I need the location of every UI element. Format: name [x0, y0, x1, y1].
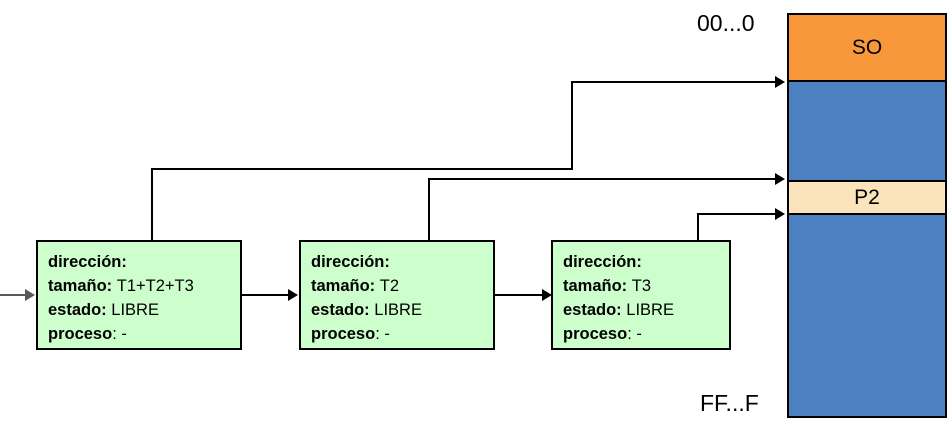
descriptor-2-field-direccion: dirección:	[311, 250, 493, 274]
descriptor-1-tamano-key: tamaño:	[48, 277, 113, 295]
list-head-arrow-line	[0, 294, 27, 296]
connector-2-horizontal-to-memory	[428, 178, 777, 180]
descriptor-box-1[interactable]: dirección: tamaño: T1+T2+T3 estado: LIBR…	[36, 240, 242, 350]
descriptor-2-proceso-value: : -	[375, 325, 390, 343]
memory-segment-so: SO	[789, 15, 945, 82]
connector-1-horizontal-to-memory	[571, 81, 777, 83]
descriptor-3-tamano-key: tamaño:	[563, 277, 628, 295]
descriptor-2-tamano-value: T2	[379, 277, 400, 295]
memory-top-address-label: 00...0	[697, 10, 755, 36]
memory-segment-p2: P2	[789, 180, 945, 215]
descriptor-box-2[interactable]: dirección: tamaño: T2 estado: LIBRE proc…	[299, 240, 495, 350]
descriptor-2-direccion-key: dirección:	[311, 253, 390, 271]
descriptor-1-tamano-value: T1+T2+T3	[116, 277, 194, 295]
descriptor-3-direccion-key: dirección:	[563, 253, 642, 271]
link-node1-node2-arrowhead	[288, 289, 298, 301]
descriptor-3-proceso-value: : -	[627, 325, 642, 343]
descriptor-1-field-proceso: proceso: -	[48, 322, 240, 346]
connector-1-horizontal-upper	[151, 168, 573, 170]
link-node1-node2-line	[240, 294, 290, 296]
descriptor-3-field-direccion: dirección:	[563, 250, 729, 274]
descriptor-3-estado-key: estado:	[563, 301, 622, 319]
memory-segment-so-label: SO	[851, 35, 883, 59]
descriptor-3-field-estado: estado: LIBRE	[563, 298, 729, 322]
descriptor-3-field-proceso: proceso: -	[563, 322, 729, 346]
connector-3-vertical-stub	[697, 213, 699, 250]
descriptor-1-field-direccion: dirección:	[48, 250, 240, 274]
connector-2-vertical-stub	[428, 178, 430, 250]
descriptor-1-field-tamano: tamaño: T1+T2+T3	[48, 274, 240, 298]
descriptor-2-field-tamano: tamaño: T2	[311, 274, 493, 298]
descriptor-1-field-estado: estado: LIBRE	[48, 298, 240, 322]
descriptor-1-estado-value: LIBRE	[111, 301, 159, 319]
memory-segment-p2-label: P2	[854, 185, 880, 209]
connector-1-vertical-stub	[151, 168, 153, 242]
descriptor-1-direccion-key: dirección:	[48, 253, 127, 271]
connector-3-arrowhead	[775, 208, 785, 220]
descriptor-1-proceso-value: : -	[112, 325, 127, 343]
descriptor-3-field-tamano: tamaño: T3	[563, 274, 729, 298]
link-node2-node3-arrowhead	[542, 289, 552, 301]
descriptor-3-proceso-key: proceso	[563, 325, 628, 343]
descriptor-1-estado-key: estado:	[48, 301, 107, 319]
connector-1-vertical-riser	[571, 81, 573, 170]
descriptor-box-3[interactable]: dirección: tamaño: T3 estado: LIBRE proc…	[551, 240, 731, 350]
connector-3-horizontal-to-memory	[697, 213, 777, 215]
descriptor-2-field-estado: estado: LIBRE	[311, 298, 493, 322]
descriptor-2-proceso-key: proceso	[311, 325, 376, 343]
descriptor-1-proceso-key: proceso	[48, 325, 113, 343]
memory-segment-free-1	[789, 82, 945, 180]
descriptor-2-field-proceso: proceso: -	[311, 322, 493, 346]
connector-1-arrowhead	[775, 76, 785, 88]
link-node2-node3-line	[494, 294, 544, 296]
memory-bottom-address-label: FF...F	[700, 390, 759, 416]
descriptor-3-estado-value: LIBRE	[626, 301, 674, 319]
memory-column: SO P2	[787, 13, 947, 418]
descriptor-2-tamano-key: tamaño:	[311, 277, 376, 295]
descriptor-3-tamano-value: T3	[631, 277, 652, 295]
descriptor-2-estado-key: estado:	[311, 301, 370, 319]
connector-2-arrowhead	[775, 173, 785, 185]
list-head-arrowhead	[25, 289, 35, 301]
descriptor-2-estado-value: LIBRE	[374, 301, 422, 319]
memory-segment-free-2	[789, 215, 945, 416]
